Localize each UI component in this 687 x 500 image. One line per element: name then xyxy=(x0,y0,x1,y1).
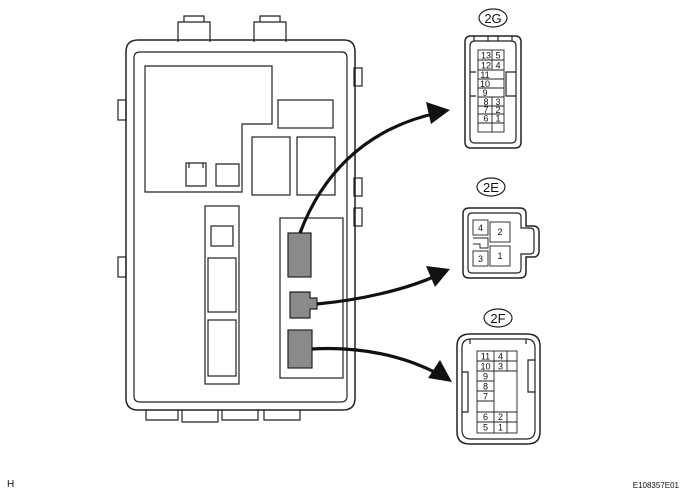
corner-mark: H xyxy=(7,479,15,490)
side-tab-left-2 xyxy=(117,256,127,278)
bay-socket-2e xyxy=(289,291,318,319)
pin-2e-4: 4 xyxy=(478,223,483,233)
pin-2f-3: 3 xyxy=(498,362,503,372)
relay-area xyxy=(144,65,273,193)
arrow-2e xyxy=(316,273,439,306)
mini-socket-2 xyxy=(215,163,240,187)
pin-2g-12: 12 xyxy=(481,61,491,71)
pin-2g-6: 6 xyxy=(483,114,488,124)
bottom-tabs xyxy=(145,410,301,423)
arrows xyxy=(298,111,441,377)
connector-2g: 2G 13 5 12 4 11 10 9 8 3 7 2 xyxy=(464,8,522,149)
fuse-block-right xyxy=(296,136,336,196)
pin-2f-8: 8 xyxy=(483,382,488,392)
pin-2g-11: 11 xyxy=(480,70,489,80)
cavity-2e-4 xyxy=(472,219,489,236)
pin-2e-3: 3 xyxy=(478,254,483,264)
side-tab-right-2 xyxy=(353,177,363,197)
pin-2f-11: 11 xyxy=(481,352,490,362)
pin-2f-5: 5 xyxy=(483,423,488,433)
connector-2g-label: 2G xyxy=(484,11,501,26)
connector-2f-label: 2F xyxy=(490,311,505,326)
top-tab-right xyxy=(253,21,287,42)
pin-2f-1: 1 xyxy=(498,423,503,433)
arrowhead-2e xyxy=(426,266,450,287)
fuse-column-slot-3 xyxy=(207,319,237,377)
junction-block xyxy=(117,15,363,423)
pin-2g-9: 9 xyxy=(482,88,487,98)
arrowheads xyxy=(426,102,452,382)
mini-socket-1 xyxy=(185,162,207,187)
pin-2f-2: 2 xyxy=(498,412,503,422)
fuse-column-slot-1 xyxy=(210,225,234,247)
arrow-2g xyxy=(298,111,438,234)
connector-bay xyxy=(279,217,344,379)
cavity-2e-1 xyxy=(489,245,511,267)
arrowhead-2f xyxy=(428,360,452,382)
bay-socket-2f xyxy=(287,329,313,369)
side-tab-right-3 xyxy=(353,207,363,227)
pin-2f-10: 10 xyxy=(480,362,490,372)
pin-2g-3: 3 xyxy=(495,97,500,107)
pin-2g-5: 5 xyxy=(495,51,500,61)
pin-2g-13: 13 xyxy=(481,51,491,61)
pin-2g-1: 1 xyxy=(495,114,500,124)
arrowhead-2g xyxy=(426,102,450,124)
pin-2g-7: 7 xyxy=(483,105,488,115)
fuse-column xyxy=(204,205,240,385)
pin-2f-6: 6 xyxy=(483,412,488,422)
bay-socket-2g xyxy=(287,232,312,278)
connector-2g-label-oval xyxy=(478,8,508,28)
pin-2g-4: 4 xyxy=(495,61,500,71)
connector-2e-label: 2E xyxy=(483,180,499,195)
fuse-block-left xyxy=(251,136,291,196)
fuse-column-slot-2 xyxy=(207,257,237,313)
pin-2f-4: 4 xyxy=(498,352,503,362)
pin-2f-7: 7 xyxy=(483,392,488,402)
cavity-2e-2 xyxy=(489,221,511,243)
pin-2g-10: 10 xyxy=(480,79,490,89)
connector-2e: 2E 4 2 3 1 xyxy=(462,177,540,279)
figure-code: E108357E01 xyxy=(632,481,679,490)
pin-2g-8: 8 xyxy=(483,97,488,107)
pin-2e-1: 1 xyxy=(497,251,502,261)
side-tab-left-1 xyxy=(117,99,127,121)
connector-2e-label-oval xyxy=(476,177,506,197)
small-relay xyxy=(277,99,334,129)
connector-2f: 2F 11 4 10 3 9 8 7 6 2 5 1 xyxy=(456,308,541,445)
pin-2f-9: 9 xyxy=(483,372,488,382)
pin-2g-2: 2 xyxy=(495,105,500,115)
junction-block-body xyxy=(125,39,356,411)
cavity-2e-3 xyxy=(472,250,489,267)
connector-2f-label-oval xyxy=(483,308,513,328)
top-tab-left xyxy=(177,21,211,42)
pin-2e-2: 2 xyxy=(497,227,502,237)
inner-panel xyxy=(133,51,348,403)
arrow-2f xyxy=(311,346,441,377)
side-tab-right-1 xyxy=(353,67,363,87)
